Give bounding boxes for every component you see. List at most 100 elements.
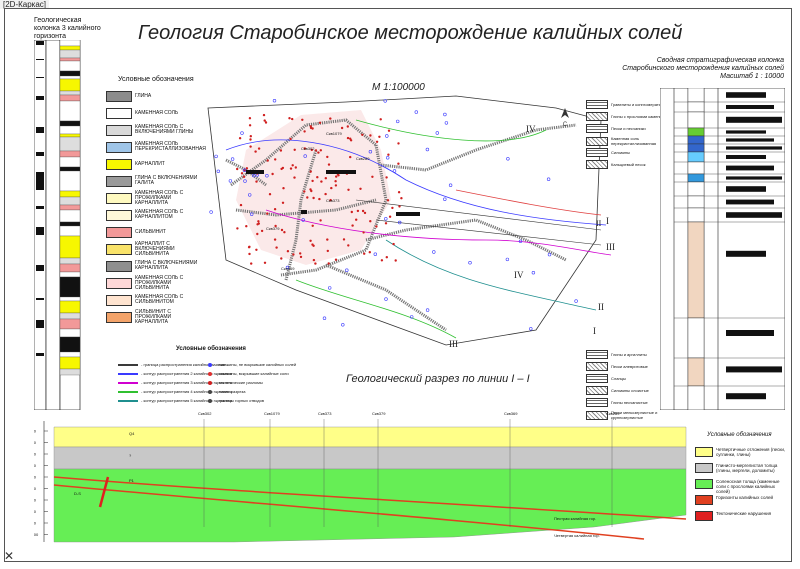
rock-legend-label: Сланцы [611, 376, 626, 381]
well-dot-red [309, 239, 312, 242]
well-dot-red [324, 192, 327, 196]
well-dot-blue [443, 197, 447, 201]
rock-legend-swatch [586, 124, 608, 133]
map-line-legend-item: - контур распространения 4 калийного гор… [118, 389, 232, 394]
well-dot-blue [506, 157, 510, 161]
well-dot-red [249, 135, 252, 138]
map-line-legend-item: - контур распространения 3 калийного гор… [118, 380, 232, 385]
section-well-label: Скв379 [372, 411, 386, 416]
well-dot-blue [392, 169, 397, 173]
column-marker [36, 223, 44, 225]
rock-legend-item: Глины песчанистые [586, 398, 681, 407]
well-dot-red [273, 208, 277, 211]
strat-layer [687, 101, 705, 113]
column-marker [36, 92, 44, 94]
well-dot-red [397, 162, 400, 165]
map-label-bars [246, 170, 420, 216]
well-dot-red [266, 159, 269, 162]
well-dot-red [310, 148, 313, 152]
column-marker [36, 273, 44, 276]
map-line-swatch [118, 372, 138, 375]
well-dot-red [289, 167, 293, 170]
column-stratum [59, 166, 81, 172]
well-dot-red [327, 262, 330, 265]
strat-description-bar [726, 105, 774, 109]
column-stratum [59, 300, 81, 314]
strat-layer [687, 143, 705, 153]
horizon-label-2: Четвертая калийная гор. [554, 533, 600, 538]
column-marker [36, 152, 44, 156]
column-marker [36, 168, 44, 170]
layer-salt [53, 468, 687, 543]
map-line-label: - граница распространения калийной залеж… [141, 362, 226, 367]
well-dot-red [384, 222, 388, 225]
strat-description-bar [726, 116, 782, 123]
map-well-label: Скв1079 [326, 131, 342, 136]
rock-legend-item: Сланцы [586, 374, 681, 383]
strat-layer [687, 135, 705, 145]
column-stratum [59, 170, 81, 192]
well-dot-red [397, 142, 400, 145]
well-dot-red [346, 136, 350, 140]
rock-legend-label: Пески и песчаники [611, 126, 646, 131]
map-point-legend-item: - скважины, не вскрывшие калийных солей [208, 362, 296, 367]
well-dot-blue [272, 99, 277, 103]
well-dot-blue [230, 157, 235, 161]
geological-column [34, 40, 81, 410]
well-dot-red [379, 118, 382, 121]
well-dot-red [312, 258, 316, 262]
legend-item: Каменная соль перекристаллизованная [106, 141, 206, 153]
rock-legend-item: Глины с прослоями каменной соли [586, 112, 681, 121]
well-dot-blue [265, 173, 269, 178]
close-icon[interactable]: ✕ [4, 549, 15, 563]
strat-description-bar [726, 250, 766, 257]
map-point-label: - скважины, не вскрывшие калийных солей [216, 362, 297, 367]
rock-legend-item: Кальциевый песок [586, 160, 681, 169]
legend-item: Глина [106, 90, 199, 102]
well-dot-red [312, 196, 315, 200]
rock-legend-item: Сильвины [586, 148, 681, 157]
cs-legend-label: Горизонты калийных солей [716, 495, 773, 500]
well-dot-red [249, 138, 252, 141]
well-dot-red [359, 187, 362, 190]
cs-legend-item: Глинисто-мергелистая толща (глины, мерге… [695, 463, 786, 473]
window-tab[interactable]: [2D-Каркас] [0, 0, 50, 9]
cs-legend-swatch [695, 479, 713, 489]
map-point-label: - скважины, вскрывшие калийные соли [216, 371, 289, 376]
legend-swatch [106, 107, 132, 119]
column-marker [36, 353, 44, 356]
well-dot-blue [529, 327, 533, 331]
well-dot-blue [384, 297, 388, 301]
legend-swatch [106, 124, 132, 136]
potash-horizon-upper [53, 476, 687, 520]
legend-label: Каменная соль с прожилками сильвинита [135, 274, 184, 291]
map-point-swatch [208, 362, 212, 367]
horizon-contours [225, 119, 612, 339]
well-dot-red [380, 259, 384, 262]
well-dot-blue [209, 210, 213, 214]
well-dot-blue [432, 250, 436, 254]
well-dot-red [329, 198, 332, 202]
well-dot-red [394, 259, 397, 262]
potash-horizon-lower [53, 484, 645, 540]
rock-legend-item: Сильвины слоистые [586, 386, 681, 395]
well-dot-blue [435, 131, 440, 135]
well-dot-red [334, 184, 338, 187]
cs-legend-swatch [695, 447, 713, 457]
strat-layer [687, 221, 705, 319]
rock-legend-label: Глины с прослоями каменной соли [611, 114, 677, 119]
well-dot-red [361, 209, 365, 213]
well-dot-red [236, 167, 239, 171]
well-dot-red [281, 201, 285, 204]
well-dot-red [327, 163, 331, 166]
well-dot-red [303, 147, 306, 150]
well-dot-red [326, 238, 329, 241]
well-dot-red [255, 180, 258, 183]
rock-legend-item: Пески мелкозернистые и крупнозернистые [586, 410, 681, 420]
rock-legend-label: Сильвины слоистые [611, 388, 649, 393]
column-stratum [59, 271, 81, 278]
rock-legend-item: Каменная соль перекристаллизованная [586, 136, 681, 146]
strat-title: Сводная стратиграфическая колонка [656, 57, 784, 64]
